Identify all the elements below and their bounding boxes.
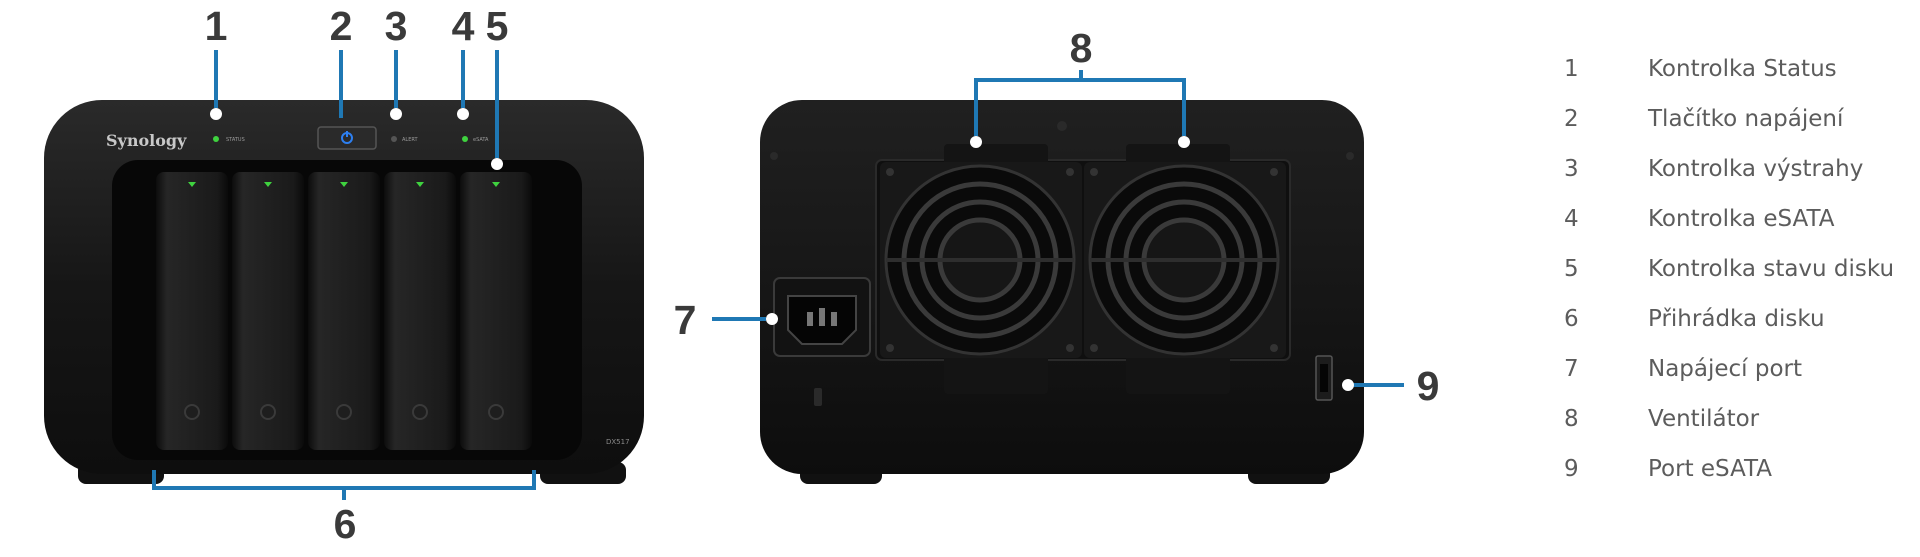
legend-item: 8 Ventilátor	[1548, 394, 1918, 444]
front-callouts: 1 2 3 4 5 6	[152, 3, 536, 547]
tray-lock-icon	[184, 404, 200, 420]
callout-number-7: 7	[674, 297, 697, 343]
legend-number: 4	[1564, 206, 1579, 232]
kensington-slot	[814, 388, 822, 406]
fan-plate-tab	[944, 350, 1048, 394]
disk-tray[interactable]	[308, 172, 380, 450]
legend-number: 8	[1564, 406, 1579, 432]
legend-label: Kontrolka Status	[1648, 56, 1837, 82]
back-view	[760, 100, 1364, 484]
power-port-icon[interactable]	[773, 277, 871, 357]
legend-number: 3	[1564, 156, 1579, 182]
callout-number-5: 5	[486, 3, 509, 49]
disk-status-led	[264, 182, 272, 187]
callout-number-6: 6	[334, 501, 357, 547]
status-led-label: STATUS	[226, 137, 245, 143]
legend-number: 1	[1564, 56, 1579, 82]
legend-item: 7 Napájecí port	[1548, 344, 1918, 394]
screw	[1057, 121, 1067, 131]
legend-item: 9 Port eSATA	[1548, 444, 1918, 494]
screw	[770, 152, 778, 160]
alert-led	[391, 136, 397, 142]
esata-port-icon[interactable]	[1315, 355, 1333, 401]
fan-icon	[880, 162, 1082, 358]
legend-item: 5 Kontrolka stavu disku	[1548, 244, 1918, 294]
disk-tray[interactable]	[460, 172, 532, 450]
esata-led-label: eSATA	[473, 137, 489, 143]
legend-number: 9	[1564, 456, 1579, 482]
legend-label: Přihrádka disku	[1648, 306, 1825, 332]
legend-number: 2	[1564, 106, 1579, 132]
legend-item: 6 Přihrádka disku	[1548, 294, 1918, 344]
disk-tray[interactable]	[232, 172, 304, 450]
esata-led	[462, 136, 468, 142]
legend-number: 7	[1564, 356, 1579, 382]
screw	[1346, 152, 1354, 160]
device-diagram: Synology DX517 STATUS ALERT eSATA	[44, 3, 1440, 547]
legend-label: Ventilátor	[1648, 406, 1760, 432]
legend-label: Kontrolka eSATA	[1648, 206, 1835, 232]
callout-number-9: 9	[1417, 363, 1440, 409]
legend-label: Kontrolka stavu disku	[1648, 256, 1895, 282]
callout-number-1: 1	[205, 3, 228, 49]
callout-number-8: 8	[1070, 25, 1093, 71]
disk-status-led	[416, 182, 424, 187]
fan-icon	[1084, 162, 1286, 358]
legend-label: Tlačítko napájení	[1648, 106, 1844, 132]
legend-item: 4 Kontrolka eSATA	[1548, 194, 1918, 244]
power-button[interactable]	[317, 126, 377, 150]
callout-number-3: 3	[385, 3, 408, 49]
tray-lock-icon	[488, 404, 504, 420]
legend-item: 3 Kontrolka výstrahy	[1548, 144, 1918, 194]
model-label: DX517	[606, 438, 630, 446]
tray-lock-icon	[412, 404, 428, 420]
front-view: Synology DX517 STATUS ALERT eSATA	[44, 100, 644, 484]
callout-number-2: 2	[330, 3, 353, 49]
legend-label: Port eSATA	[1648, 456, 1773, 482]
legend-label: Kontrolka výstrahy	[1648, 156, 1864, 182]
disk-tray[interactable]	[384, 172, 456, 450]
disk-status-led	[188, 182, 196, 187]
back-callouts: 7 8 9	[674, 25, 1440, 409]
status-led	[213, 136, 219, 142]
alert-led-label: ALERT	[402, 137, 418, 143]
callout-number-4: 4	[452, 3, 475, 49]
disk-status-led	[340, 182, 348, 187]
disk-status-led	[492, 182, 500, 187]
legend-number: 6	[1564, 306, 1579, 332]
legend-item: 2 Tlačítko napájení	[1548, 94, 1918, 144]
legend-number: 5	[1564, 256, 1579, 282]
disk-tray[interactable]	[156, 172, 228, 450]
fan-plate-tab	[1126, 350, 1230, 394]
power-button-icon	[341, 131, 353, 144]
tray-lock-icon	[260, 404, 276, 420]
legend-label: Napájecí port	[1648, 356, 1803, 382]
brand-logo: Synology	[106, 131, 187, 150]
tray-lock-icon	[336, 404, 352, 420]
legend-item: 1 Kontrolka Status	[1548, 44, 1918, 94]
